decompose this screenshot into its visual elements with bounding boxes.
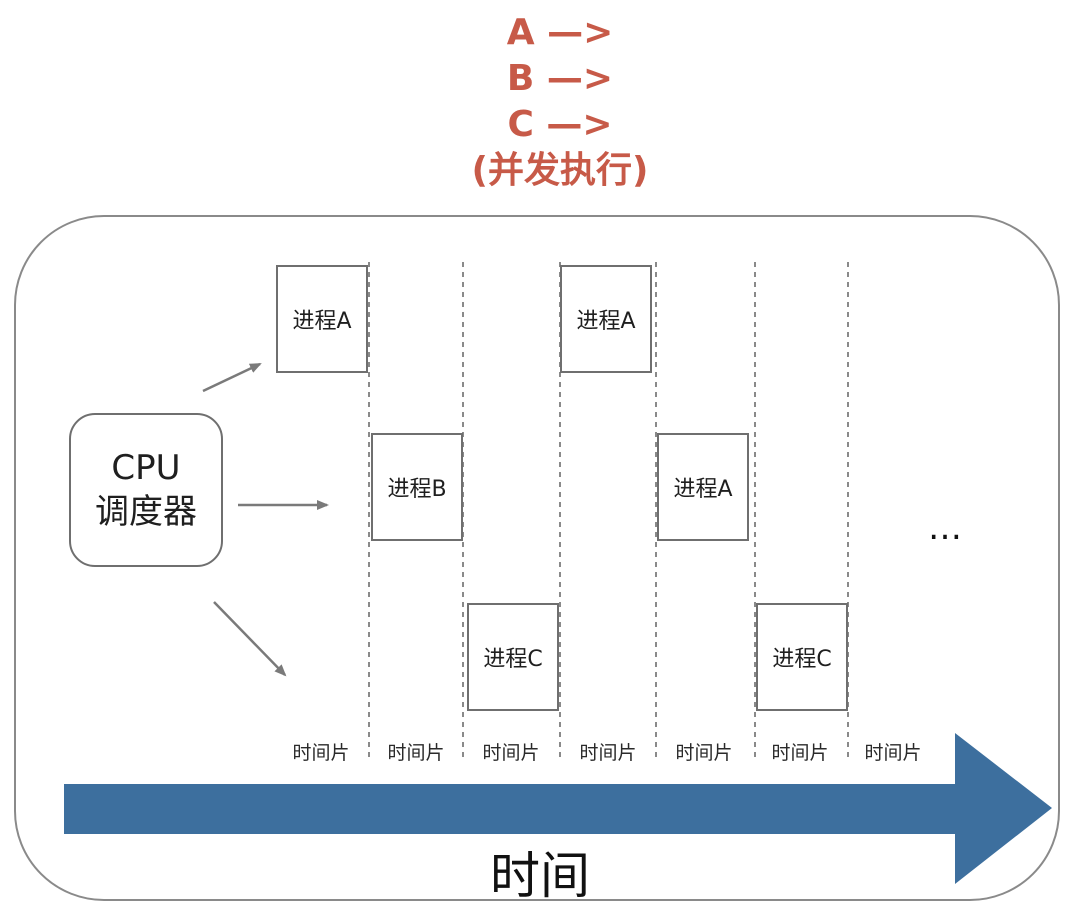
scheduler-arrow-up (202, 362, 262, 393)
time-slice-label: 时间片 (579, 742, 637, 764)
process-box-c: 进程C (756, 603, 848, 711)
scheduler-label: 调度器 (95, 492, 197, 532)
header-line-c: C —> (507, 104, 613, 145)
process-box-a: 进程A (657, 433, 749, 541)
process-box-c: 进程C (467, 603, 559, 711)
header-line-b: B —> (506, 58, 614, 99)
cpu-scheduler-box: CPU 调度器 (69, 413, 223, 567)
continuation-ellipsis: … (928, 508, 964, 548)
time-axis-label: 时间 (490, 847, 590, 905)
header-line-a: A —> (506, 12, 614, 53)
time-slice-label: 时间片 (771, 742, 829, 764)
process-box-a: 进程A (560, 265, 652, 373)
diagram-frame (14, 215, 1060, 901)
time-arrow (64, 733, 1052, 884)
concurrency-header: A —> B —> C —> (并发执行) (360, 10, 760, 194)
time-slice-label: 时间片 (482, 742, 540, 764)
header-line-concurrent: (并发执行) (471, 150, 649, 191)
process-box-b: 进程B (371, 433, 463, 541)
cpu-label: CPU (111, 448, 181, 488)
time-slice-label: 时间片 (387, 742, 445, 764)
time-slice-label: 时间片 (675, 742, 733, 764)
process-box-a: 进程A (276, 265, 368, 373)
time-slice-label: 时间片 (292, 742, 350, 764)
time-slice-label: 时间片 (864, 742, 922, 764)
scheduler-arrow-down (213, 601, 287, 677)
